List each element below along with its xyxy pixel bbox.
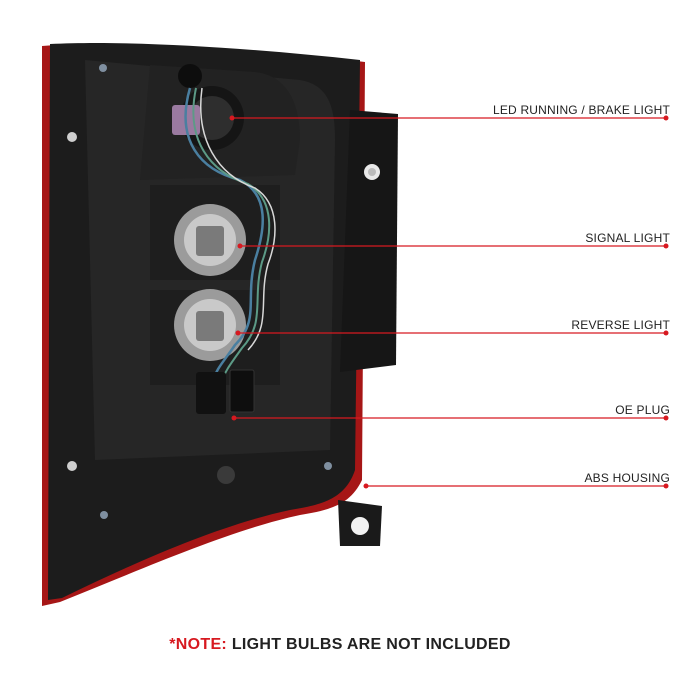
- callout-label-signal: SIGNAL LIGHT: [585, 231, 670, 245]
- note-text: *NOTE: LIGHT BULBS ARE NOT INCLUDED: [0, 636, 680, 654]
- oe-plug-clip: [229, 369, 255, 413]
- wire-harness-white: [200, 87, 276, 351]
- screw-bottom-left: [100, 511, 108, 519]
- mounting-bracket: [340, 110, 398, 372]
- callout-label-reverse: REVERSE LIGHT: [571, 318, 670, 332]
- callout-label-led: LED RUNNING / BRAKE LIGHT: [492, 103, 670, 117]
- note-body: LIGHT BULBS ARE NOT INCLUDED: [227, 636, 511, 653]
- tab-hole: [351, 517, 369, 535]
- wire-harness-green: [192, 87, 271, 383]
- wire-grommet: [178, 64, 202, 88]
- note-prefix: *NOTE:: [169, 636, 228, 653]
- stud-bottom-left: [67, 461, 77, 471]
- screw-top: [99, 64, 107, 72]
- stud-top-left: [67, 132, 77, 142]
- callout-label-oe-plug: OE PLUG: [615, 403, 670, 417]
- callout-dots: [229, 115, 669, 489]
- screw-bottom-right: [324, 462, 332, 470]
- callout-lines: [232, 117, 666, 487]
- wire-harness-blue: [184, 87, 264, 381]
- locator-pin: [217, 466, 235, 484]
- oe-plug-body: [196, 372, 226, 414]
- callout-label-housing: ABS HOUSING: [584, 471, 670, 485]
